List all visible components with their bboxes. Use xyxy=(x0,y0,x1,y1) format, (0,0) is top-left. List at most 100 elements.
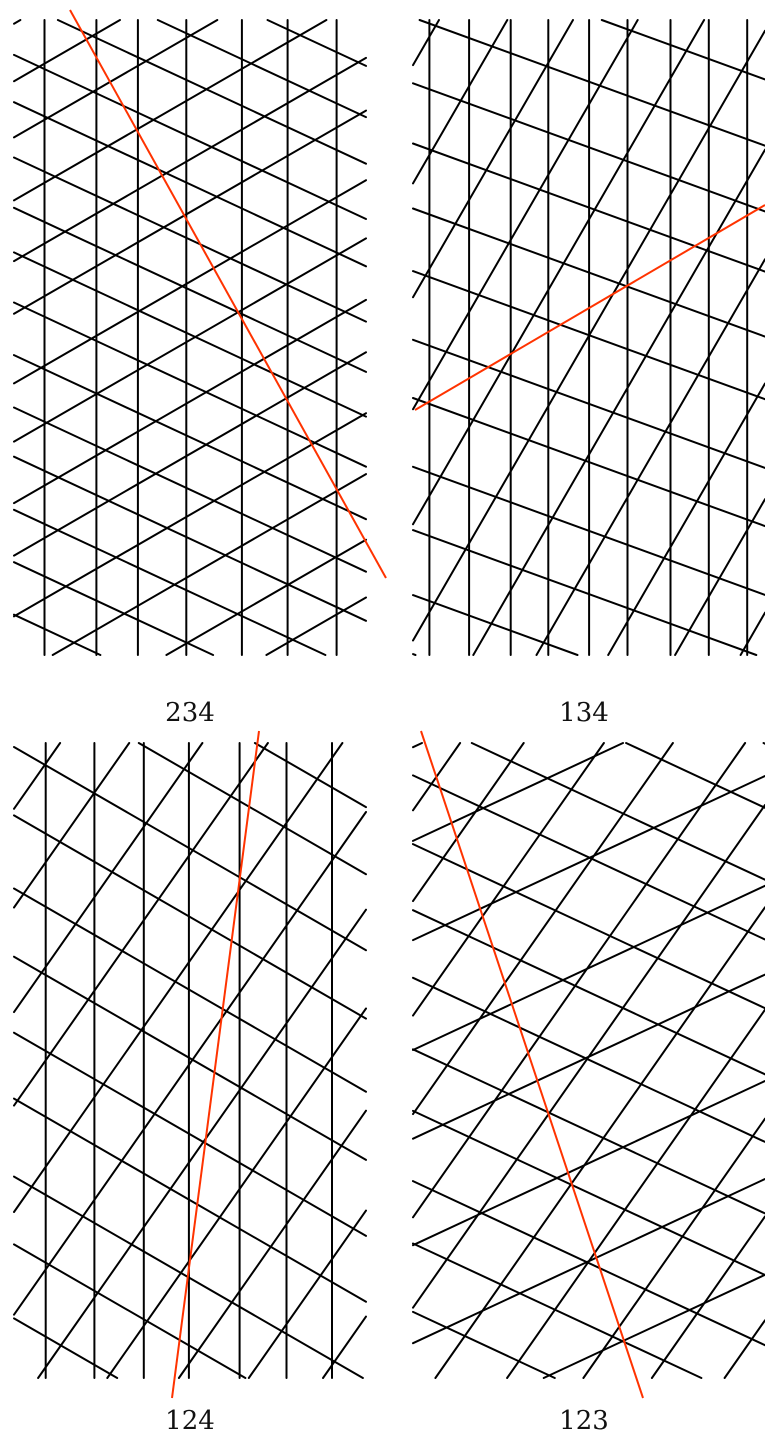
tiling-edge xyxy=(412,742,605,1017)
tiling-edge xyxy=(582,1117,765,1379)
tiling-edge xyxy=(412,19,440,67)
tiling-edge xyxy=(412,19,639,411)
tiling-edge xyxy=(13,406,367,573)
tiling-edge xyxy=(600,19,765,81)
tiling-edge xyxy=(265,596,367,656)
tiling-panel-124 xyxy=(13,730,367,1399)
cut-line xyxy=(171,730,260,1399)
tiling-edge xyxy=(412,465,765,596)
tiling-edge xyxy=(625,742,765,809)
tiling-edge xyxy=(13,301,367,468)
panel-label-234: 234 xyxy=(165,698,215,728)
tiling-edge xyxy=(13,19,328,202)
tiling-edge xyxy=(13,237,367,443)
tiling-diagram-134 xyxy=(412,19,765,656)
tiling-edge xyxy=(165,538,367,656)
tiling-edge xyxy=(13,19,121,83)
tiling-edge xyxy=(412,973,765,1140)
cut-line xyxy=(420,730,644,1399)
tiling-edge xyxy=(412,884,765,1051)
tiling-edge xyxy=(412,1178,765,1345)
tiling-edge xyxy=(412,909,765,1076)
tiling-edge xyxy=(322,1315,367,1379)
tiling-edge xyxy=(674,498,765,656)
tiling-edge xyxy=(412,594,579,656)
tiling-edge xyxy=(434,906,765,1379)
tiling-edge xyxy=(723,1319,765,1379)
tiling-edge xyxy=(650,1215,765,1379)
tiling-edge xyxy=(13,354,367,521)
tiling-edge xyxy=(13,561,215,656)
tiling-edge xyxy=(412,82,765,213)
tiling-edge xyxy=(253,742,367,809)
tiling-edge xyxy=(56,19,367,165)
tiling-edge xyxy=(412,1242,703,1379)
tiling-edge xyxy=(412,529,758,656)
tiling-panel-123 xyxy=(412,730,765,1399)
tiling-edge xyxy=(506,1008,765,1379)
tiling-edge xyxy=(106,1007,367,1379)
tiling-diagram-123 xyxy=(412,730,765,1399)
tiling-edge xyxy=(13,412,367,618)
tiling-edge xyxy=(412,1080,765,1247)
tiling-edge xyxy=(418,19,765,147)
tiling-edge xyxy=(13,887,367,1093)
tiling-edge xyxy=(412,19,706,526)
tiling-edge xyxy=(13,1097,367,1303)
tiling-edge xyxy=(470,742,765,881)
tiling-edge xyxy=(13,251,367,418)
tiling-edge xyxy=(13,156,367,323)
tiling-edge xyxy=(13,1317,119,1379)
tiling-edge xyxy=(13,455,367,622)
tiling-panel-134 xyxy=(412,19,765,656)
tiling-edge xyxy=(13,101,367,268)
tiling-edge xyxy=(412,270,765,401)
cut-line xyxy=(414,204,765,411)
tiling-edge xyxy=(137,742,367,876)
tiling-edge xyxy=(412,843,765,1010)
tiling-edge xyxy=(412,742,674,1116)
tiling-edge xyxy=(13,613,102,656)
tiling-edge xyxy=(13,109,367,315)
tiling-edge xyxy=(412,207,765,338)
tiling-edge xyxy=(13,206,367,373)
tiling-edge xyxy=(607,382,765,656)
tiling-edge xyxy=(13,1031,367,1237)
tiling-edge xyxy=(13,298,367,505)
tiling-edge xyxy=(247,1209,367,1379)
tiling-edge xyxy=(412,397,765,528)
tiling-edge xyxy=(13,742,131,909)
tiling-edge xyxy=(177,1109,367,1379)
panel-label-124: 124 xyxy=(165,1406,215,1436)
panel-label-123: 123 xyxy=(559,1406,609,1436)
tiling-edge xyxy=(13,56,367,263)
tiling-diagram-234 xyxy=(13,9,387,656)
tiling-edge xyxy=(412,1048,765,1215)
tiling-edge xyxy=(412,1109,765,1276)
tiling-edge xyxy=(13,742,62,810)
tiling-edge xyxy=(266,19,367,67)
tiling-edge xyxy=(13,508,327,656)
tiling-edge xyxy=(412,976,765,1143)
tiling-edge xyxy=(412,1310,556,1379)
tiling-edge xyxy=(412,742,747,1219)
tiling-edge xyxy=(412,742,423,749)
tiling-edge xyxy=(13,746,367,952)
tiling-edge xyxy=(13,811,367,1316)
tiling-edge xyxy=(13,53,367,220)
tiling-edge xyxy=(412,742,624,842)
tiling-edge xyxy=(739,611,765,656)
tiling-edge xyxy=(412,338,765,469)
tiling-panel-234 xyxy=(13,9,387,656)
tiling-edge xyxy=(412,774,765,941)
tiling-edge xyxy=(13,19,22,25)
cut-line xyxy=(69,9,387,579)
tiling-edge xyxy=(412,142,765,273)
panel-label-134: 134 xyxy=(559,698,609,728)
tiling-edge xyxy=(13,179,367,385)
tiling-edge xyxy=(13,955,367,1161)
tiling-edge xyxy=(13,1243,247,1379)
tiling-edge xyxy=(412,653,417,656)
tiling-edge xyxy=(37,908,367,1379)
tiling-edge xyxy=(412,1180,765,1347)
